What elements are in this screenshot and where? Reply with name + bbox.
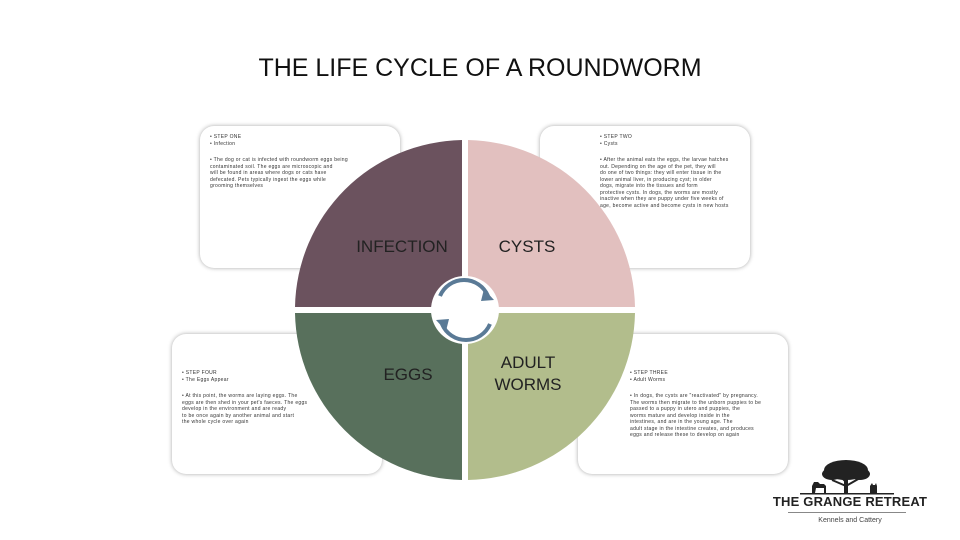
infection-body-line: defecated. Pets typically ingest the egg…: [210, 176, 327, 183]
cysts-body-line: out. Depending on the age of the pet, th…: [600, 163, 716, 170]
eggs-quadrant: [295, 313, 462, 480]
adult-body-line: eggs and release these to develop on aga…: [630, 432, 740, 438]
cycle-arrows-icon: [431, 276, 499, 344]
eggs-step: • STEP FOUR: [182, 370, 217, 376]
eggs-body-line: • At this point, the worms are laying eg…: [182, 393, 298, 399]
logo-tagline: Kennels and Cattery: [818, 517, 882, 524]
adult-body-line: passed to a puppy in utero and puppies, …: [630, 406, 741, 412]
cysts-body-line: • After the animal eats the eggs, the la…: [600, 157, 729, 163]
cysts-label: CYSTS: [499, 237, 556, 256]
adult-body-line: • In dogs, the cysts are "reactivated" b…: [630, 393, 759, 399]
infection-body-line: will be found in areas where dogs or cat…: [210, 170, 327, 176]
infection-label: INFECTION: [356, 237, 448, 256]
eggs-body-line: develop in the environment and are ready: [182, 406, 287, 412]
cysts-step-name: • Cysts: [600, 140, 618, 147]
cysts-body-line: age, become active and become cysts in n…: [600, 202, 729, 209]
adult-label-line1: ADULT: [501, 353, 555, 372]
eggs-body-line: eggs are then shed in your pet's faeces.…: [182, 399, 308, 406]
eggs-step-name: • The Eggs Appear: [182, 376, 229, 383]
adult-body-line: adult stage in the intestine creates, an…: [630, 425, 754, 432]
eggs-body-line: to be once again by another animal and s…: [182, 412, 295, 419]
page-title: THE LIFE CYCLE OF A ROUNDWORM: [258, 54, 702, 82]
adult-body-line: intestines, and are in the young age. Th…: [630, 419, 733, 425]
cysts-body-line: protective cysts. In dogs, the worms are…: [600, 189, 719, 196]
infection-body-line: grooming themselves: [210, 183, 264, 189]
cysts-body-line: lower animal liver, in producing cyst; i…: [600, 176, 712, 183]
adult-label-line2: WORMS: [494, 375, 561, 394]
cysts-step: • STEP TWO: [600, 134, 633, 140]
cysts-body-line: inactive when they are puppy under five …: [600, 196, 724, 202]
cysts-body-line: dogs, migrate into the tissues and form: [600, 183, 698, 189]
adult-body-line: The worms then migrate to the unborn pup…: [630, 399, 762, 406]
grange-retreat-logo-icon: [800, 460, 894, 495]
cysts-quadrant: [468, 140, 635, 307]
adult-step: • STEP THREE: [630, 370, 668, 376]
infection-body-line: • The dog or cat is infected with roundw…: [210, 157, 348, 163]
eggs-label: EGGS: [383, 365, 432, 384]
eggs-body-line: the whole cycle over again: [182, 419, 249, 425]
infection-step-name: • Infection: [210, 140, 236, 147]
logo-name: THE GRANGE RETREAT: [772, 494, 928, 509]
infection-step: • STEP ONE: [210, 134, 242, 140]
logo-divider: [788, 512, 906, 513]
adult-step-name: • Adult Worms: [630, 376, 666, 383]
infection-quadrant: [295, 140, 462, 307]
adult-worms-quadrant: [468, 313, 635, 480]
cysts-body-line: do one of two things: they will enter ti…: [600, 170, 722, 176]
adult-body-line: worms mature and develop inside in the: [630, 412, 730, 419]
infection-body-line: contaminated soil. The eggs are microsco…: [210, 163, 333, 170]
